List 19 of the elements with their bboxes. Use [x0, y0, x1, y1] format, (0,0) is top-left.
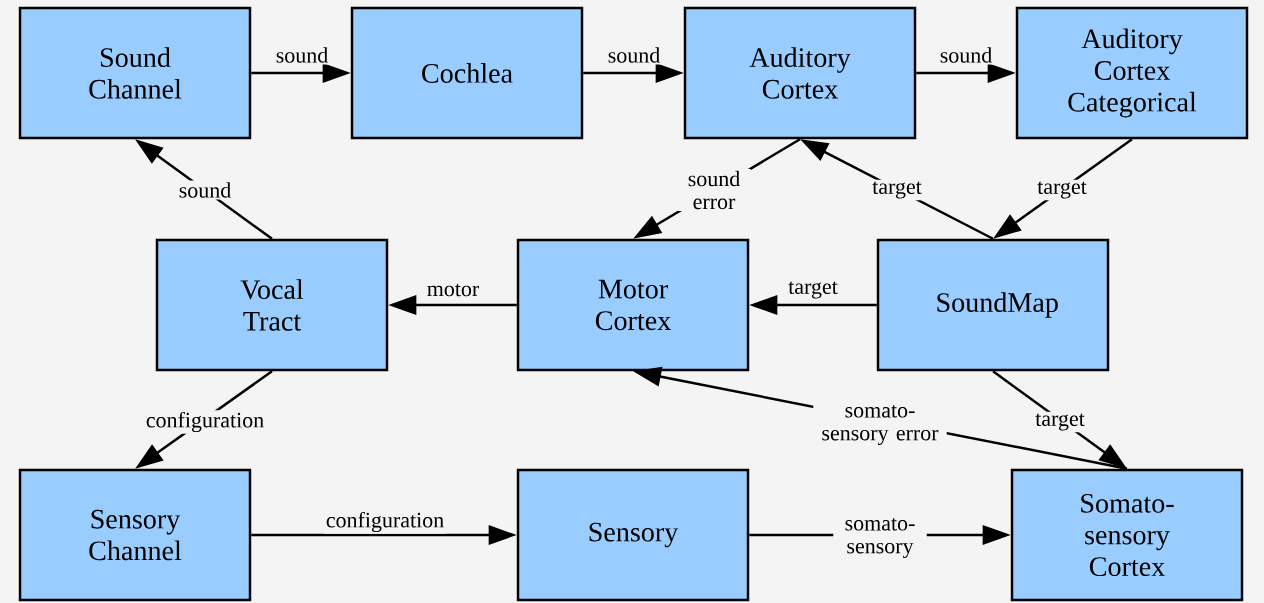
edge-label: target: [1033, 411, 1087, 433]
edge-label: target: [870, 179, 924, 201]
process-box: Auditory Cortex: [683, 6, 917, 140]
edge-label: target: [1035, 179, 1089, 201]
process-box: Sensory: [516, 468, 750, 602]
edge-label: configuration: [144, 410, 266, 434]
process-box: Sensory Channel: [18, 468, 252, 602]
process-box: Somato- sensory Cortex: [1010, 468, 1244, 602]
edge-label: target: [786, 279, 840, 301]
edge-label: configuration: [324, 510, 446, 534]
edge-label: somato- sensory: [833, 516, 927, 560]
edge-label: sound error: [677, 169, 751, 211]
process-box: Sound Channel: [18, 6, 252, 140]
process-box: Motor Cortex: [516, 238, 750, 372]
edge-label: somato- sensory error: [813, 403, 947, 447]
process-box: Cochlea: [350, 6, 584, 140]
process-box: SoundMap: [876, 238, 1110, 372]
process-box: Auditory Cortex Categorical: [1015, 6, 1249, 140]
process-box: Vocal Tract: [155, 238, 389, 372]
